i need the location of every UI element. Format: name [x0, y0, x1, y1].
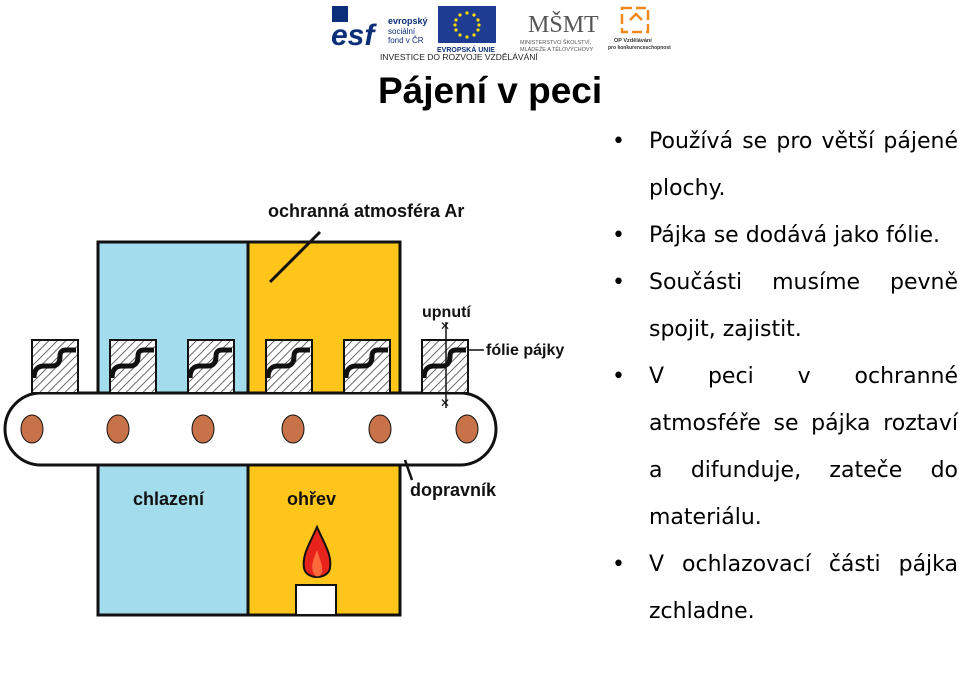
svg-text:evropský: evropský	[388, 16, 428, 26]
svg-text:pro konkurenceschopnost: pro konkurenceschopnost	[608, 45, 671, 51]
svg-text:OP Vzdělávání: OP Vzdělávání	[614, 38, 652, 44]
label-cooling: chlazení	[133, 489, 205, 509]
esf-logo: esf evropský sociální fond v ČR	[331, 6, 428, 52]
workpiece	[343, 339, 391, 394]
bullet-item: V ochlazovací části pájka zchladne.	[612, 541, 958, 635]
conveyor-roller	[281, 414, 305, 444]
conveyor-roller	[106, 414, 130, 444]
conveyor-rollers	[20, 414, 479, 444]
burner	[295, 584, 337, 616]
eu-flag-logo: EVROPSKÁ UNIE	[437, 6, 496, 54]
conveyor-roller	[368, 414, 392, 444]
bullet-list: Používá se pro větší pájené plochy. Pájk…	[612, 118, 958, 635]
op-vk-logo: OP Vzdělávání pro konkurenceschopnost	[608, 6, 671, 51]
label-clamp: upnutí	[422, 304, 471, 321]
label-heating: ohřev	[287, 489, 336, 509]
atmosphere-pointer	[268, 230, 322, 284]
workpiece	[31, 339, 79, 394]
workpiece	[187, 339, 235, 394]
label-foil: fólie pájky	[486, 342, 564, 359]
header-logos: esf evropský sociální fond v ČR EVROPSKÁ…	[330, 2, 675, 62]
conveyor-pointer	[403, 459, 414, 481]
svg-text:fond v ČR: fond v ČR	[388, 36, 424, 45]
svg-text:✕: ✕	[440, 396, 450, 410]
svg-text:EVROPSKÁ UNIE: EVROPSKÁ UNIE	[437, 45, 495, 54]
bullet-item: V peci v ochranné atmosféře se pájka roz…	[612, 353, 958, 541]
workpiece	[421, 339, 469, 394]
svg-text:sociální: sociální	[388, 27, 416, 36]
header-tagline: INVESTICE DO ROZVOJE VZDĚLÁVÁNÍ	[380, 52, 538, 62]
flame-icon	[302, 524, 332, 578]
conveyor-roller	[20, 414, 44, 444]
msmt-logo-text: MŠMT	[528, 11, 599, 38]
svg-text:MLÁDEŽE A TĚLOVÝCHOVY: MLÁDEŽE A TĚLOVÝCHOVY	[520, 45, 594, 53]
conveyor-roller	[191, 414, 215, 444]
label-atmosphere: ochranná atmosféra Ar	[268, 201, 464, 221]
bullet-item: Používá se pro větší pájené plochy.	[612, 118, 958, 212]
svg-text:MINISTERSTVO ŠKOLSTVÍ,: MINISTERSTVO ŠKOLSTVÍ,	[520, 39, 592, 46]
workpiece	[265, 339, 313, 394]
workpieces	[31, 339, 469, 394]
bullet-item: Součásti musíme pevně spojit, zajistit.	[612, 259, 958, 353]
slide-title: Pájení v peci	[378, 70, 603, 111]
workpiece	[109, 339, 157, 394]
furnace-diagram: ochranná atmosféra Ar	[3, 201, 564, 617]
esf-logo-text: esf	[331, 19, 377, 52]
label-conveyor: dopravník	[410, 480, 497, 500]
svg-text:✕: ✕	[440, 319, 450, 333]
conveyor-roller	[455, 414, 479, 444]
bullet-item: Pájka se dodává jako fólie.	[612, 212, 958, 259]
conveyor-belt	[3, 391, 498, 467]
msmt-logo: MŠMT MINISTERSTVO ŠKOLSTVÍ, MLÁDEŽE A TĚ…	[520, 11, 599, 53]
